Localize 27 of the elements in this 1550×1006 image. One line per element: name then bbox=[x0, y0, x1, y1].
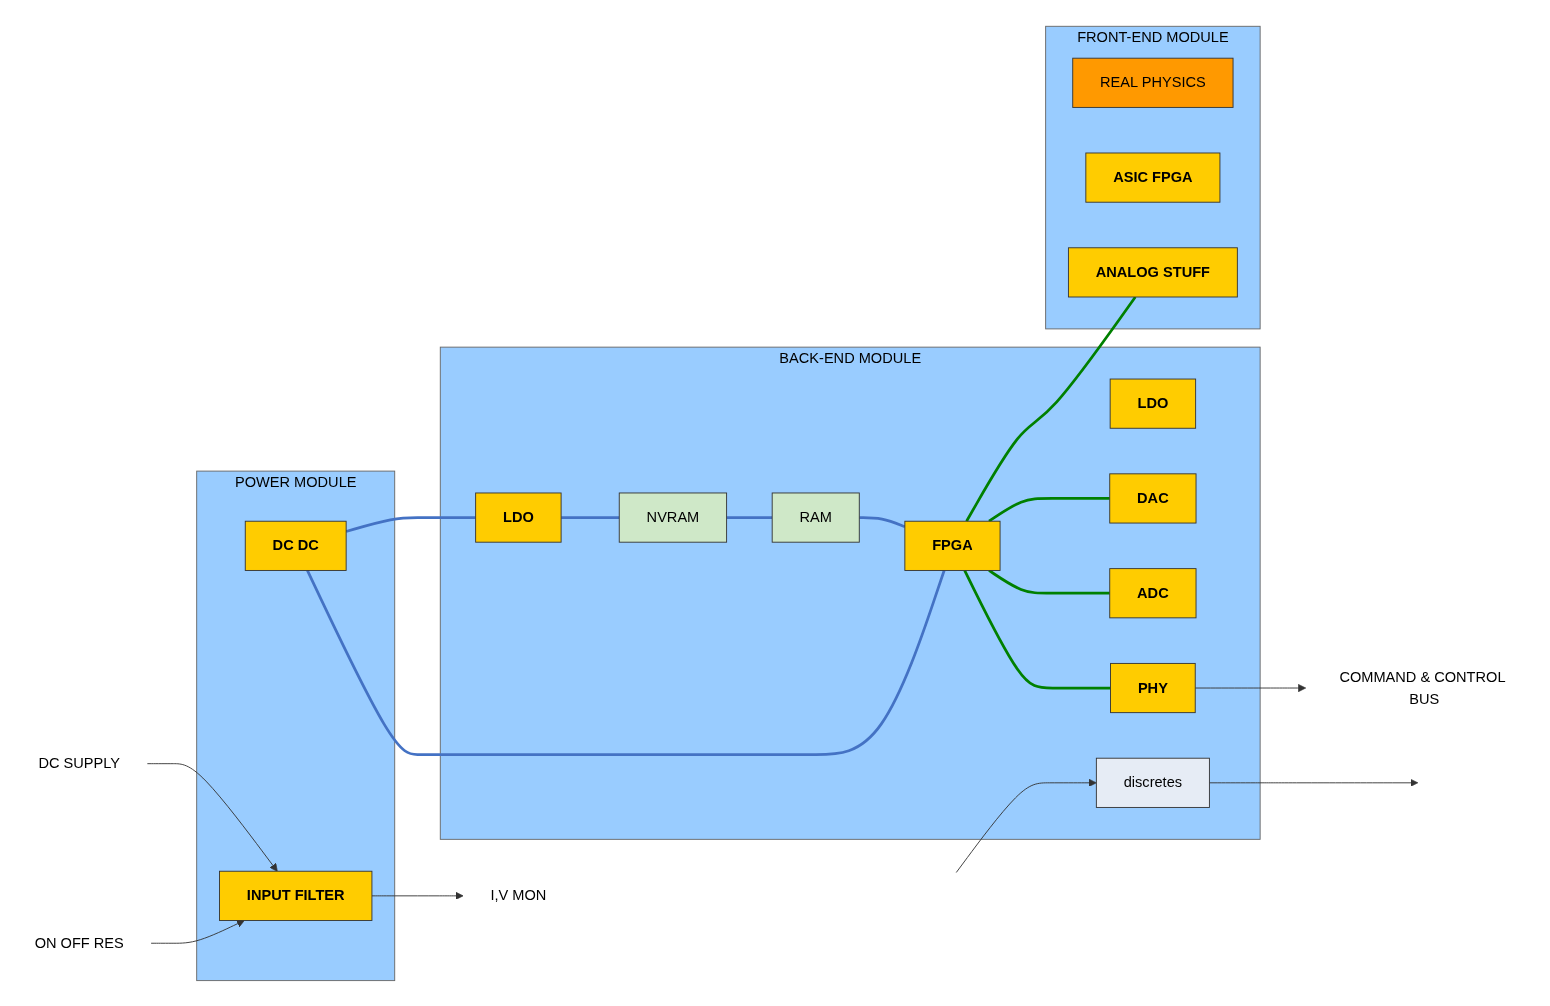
node-box: PHY bbox=[1110, 662, 1196, 713]
node-box: INPUT FILTER bbox=[219, 870, 373, 921]
node-box: FPGA bbox=[904, 520, 1001, 571]
node-text: COMMAND & CONTROL BUS bbox=[1339, 668, 1505, 706]
connector bbox=[963, 569, 1111, 689]
node-box: ADC bbox=[1109, 567, 1197, 618]
node-box: RAM bbox=[771, 492, 860, 543]
node-text: DC SUPPLY bbox=[38, 755, 121, 771]
node-box: discretes bbox=[1095, 757, 1210, 808]
connector bbox=[965, 295, 1137, 522]
connector bbox=[988, 496, 1110, 522]
node-box: NVRAM bbox=[618, 492, 728, 543]
connector bbox=[726, 515, 773, 519]
node-text: ON OFF RES bbox=[34, 934, 124, 951]
node-box: REAL PHYSICS bbox=[1072, 57, 1234, 108]
connector bbox=[988, 568, 1110, 595]
node-box: ASIC FPGA bbox=[1085, 152, 1221, 203]
node-box: DAC bbox=[1109, 472, 1197, 524]
node-text: I,V MON bbox=[490, 887, 547, 903]
node-box: ANALOG STUFF bbox=[1067, 246, 1238, 297]
connector bbox=[345, 515, 476, 533]
node-box: LDO bbox=[1109, 378, 1197, 429]
connector bbox=[306, 569, 946, 756]
node-box: LDO bbox=[475, 492, 562, 543]
connector bbox=[859, 515, 906, 528]
connector bbox=[561, 515, 620, 519]
node-box: DC DC bbox=[244, 520, 347, 571]
